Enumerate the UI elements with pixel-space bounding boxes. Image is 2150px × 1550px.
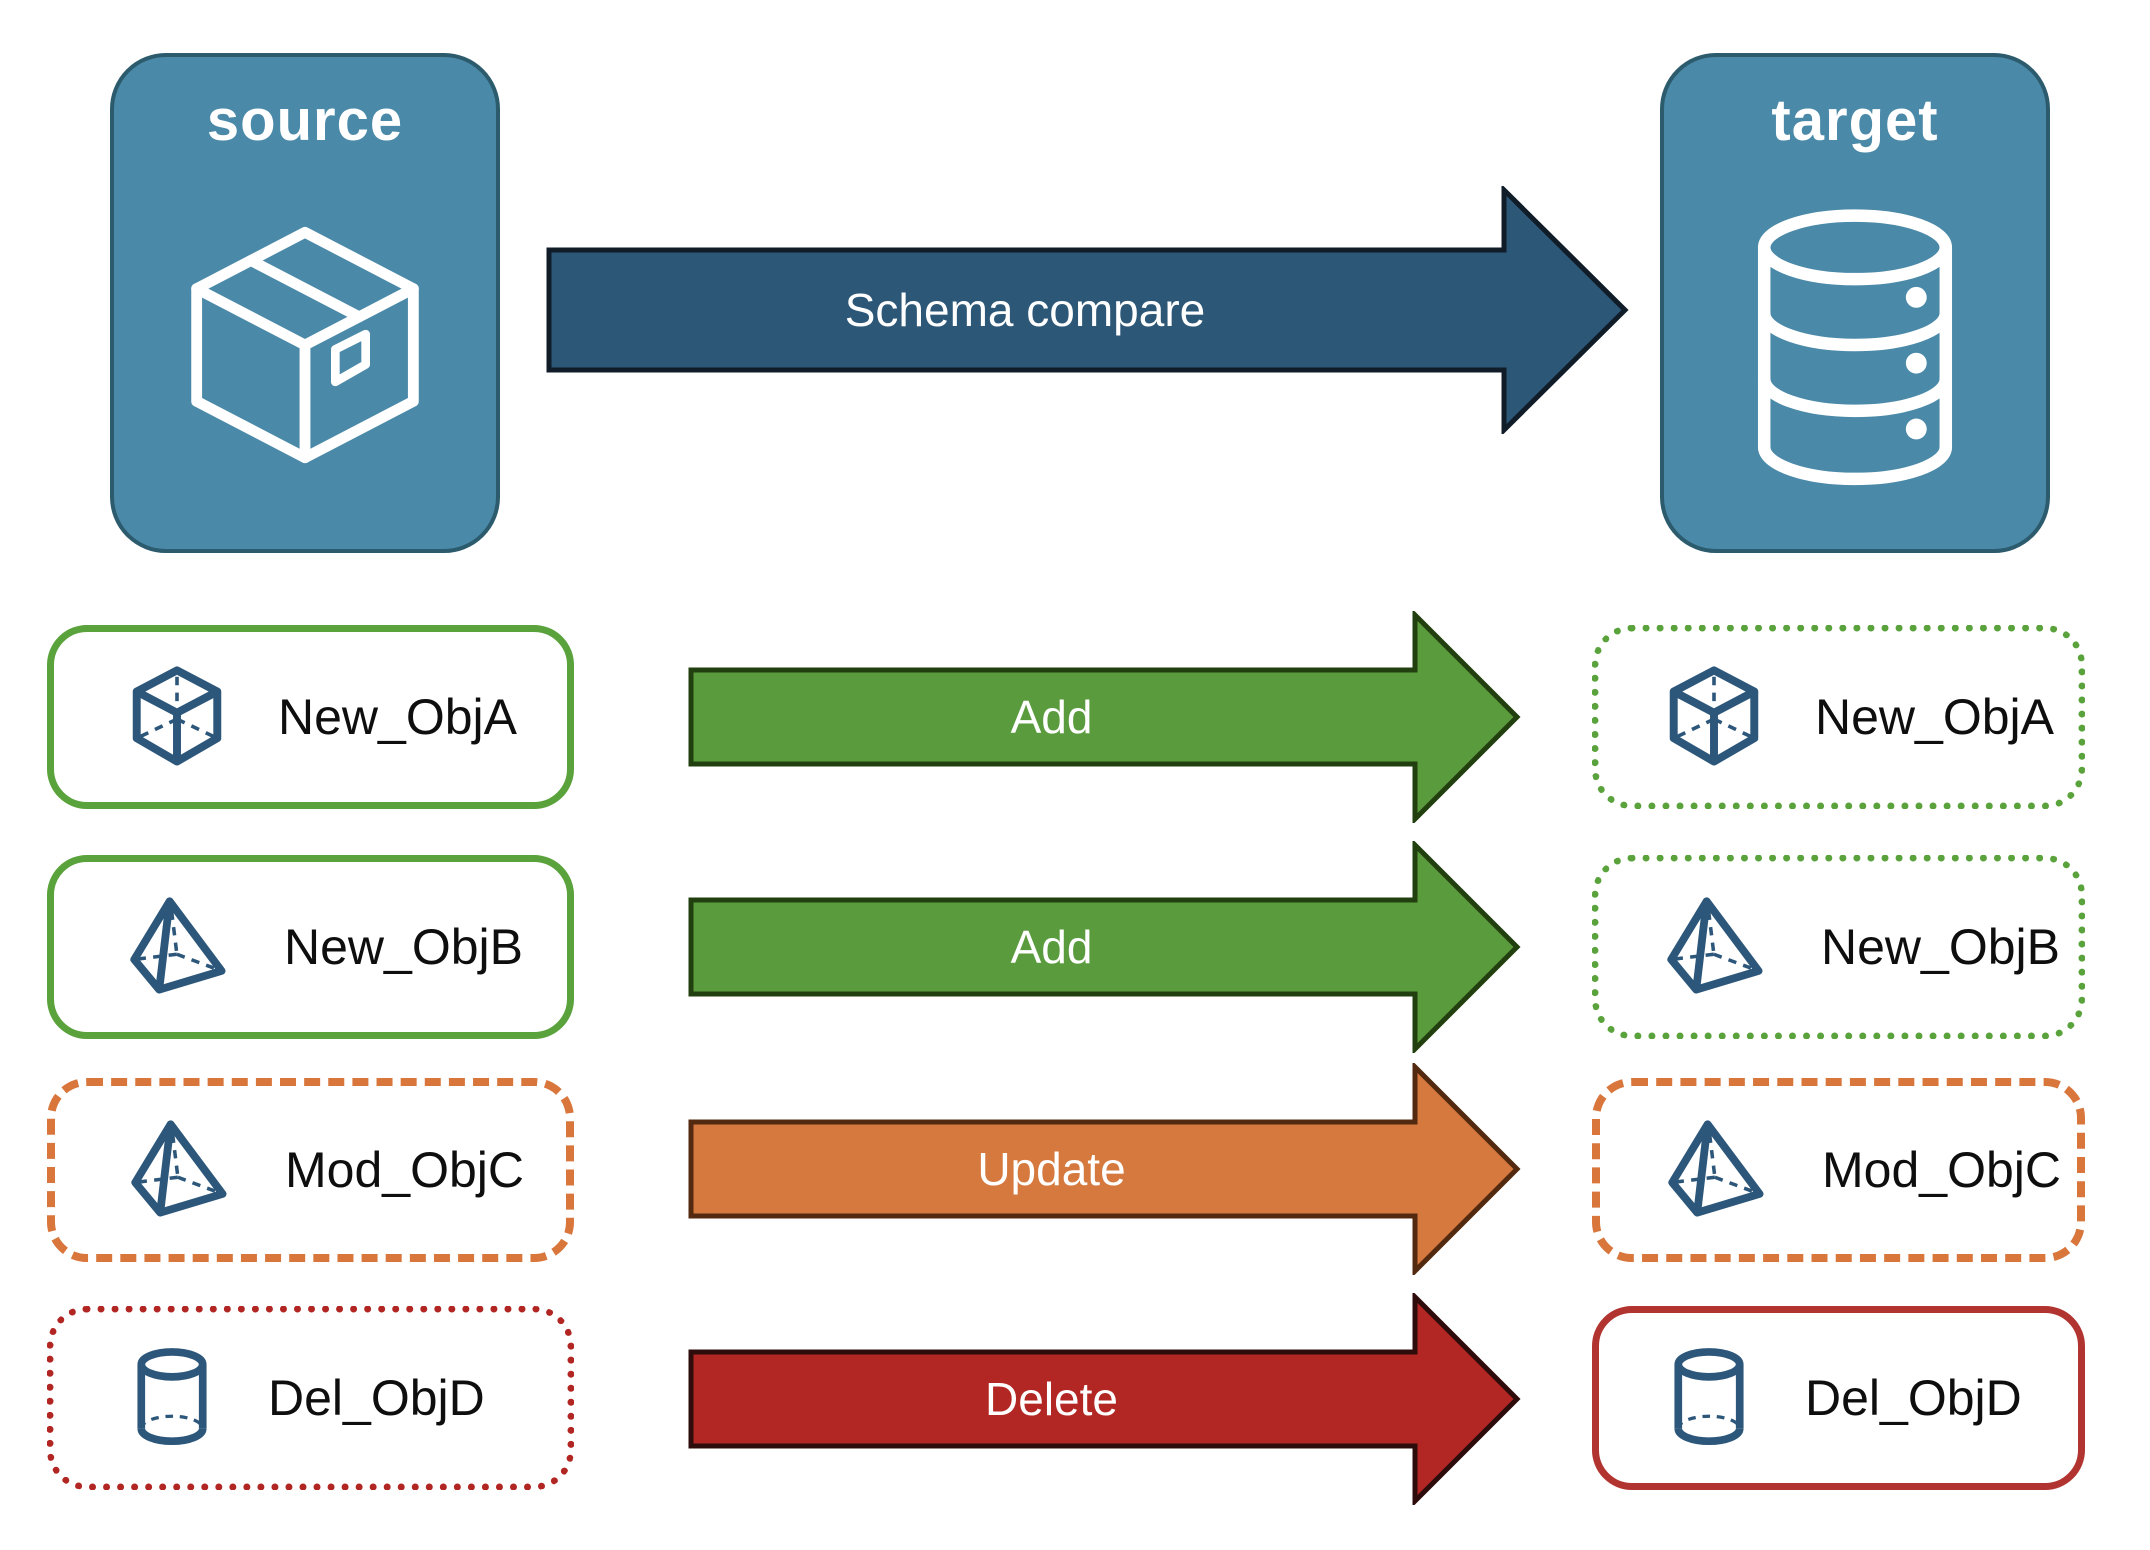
- source-node-label: source: [206, 88, 404, 153]
- pyramid-icon: [1661, 895, 1773, 999]
- object-label: Mod_ObjC: [285, 1142, 524, 1198]
- target-object-card: New_ObjB: [1592, 855, 2085, 1039]
- package-icon: [175, 215, 435, 475]
- target-object-card: Del_ObjD: [1592, 1306, 2085, 1490]
- delete-arrow: [688, 1293, 1521, 1505]
- source-object-card: New_ObjA: [47, 625, 574, 809]
- pyramid-icon: [1662, 1118, 1774, 1222]
- object-label: New_ObjA: [278, 689, 517, 745]
- object-label: New_ObjB: [1821, 919, 2060, 975]
- cylinder-icon: [1661, 1344, 1757, 1452]
- object-label: Del_ObjD: [268, 1370, 485, 1426]
- update-arrow: [688, 1063, 1521, 1275]
- cylinder-icon: [124, 1344, 220, 1452]
- source-object-card: New_ObjB: [47, 855, 574, 1039]
- object-label: New_ObjB: [284, 919, 523, 975]
- source-object-card: Mod_ObjC: [47, 1078, 574, 1262]
- object-label: New_ObjA: [1815, 689, 2054, 745]
- source-node-icon-area: [114, 154, 496, 549]
- database-icon: [1730, 202, 1980, 488]
- add-arrow: [688, 611, 1521, 823]
- target-object-card: New_ObjA: [1592, 625, 2085, 809]
- source-node: source: [110, 53, 500, 553]
- schema-compare-arrow: [546, 186, 1629, 434]
- target-object-card: Mod_ObjC: [1592, 1078, 2085, 1262]
- object-label: Del_ObjD: [1805, 1370, 2022, 1426]
- pyramid-icon: [125, 1118, 237, 1222]
- source-object-card: Del_ObjD: [47, 1306, 574, 1490]
- object-label: Mod_ObjC: [1822, 1142, 2061, 1198]
- target-node: target: [1660, 53, 2050, 553]
- add-arrow: [688, 841, 1521, 1053]
- cube-icon: [1661, 664, 1767, 770]
- target-node-label: target: [1771, 88, 1939, 153]
- target-node-icon-area: [1664, 154, 2046, 549]
- cube-icon: [124, 664, 230, 770]
- pyramid-icon: [124, 895, 236, 999]
